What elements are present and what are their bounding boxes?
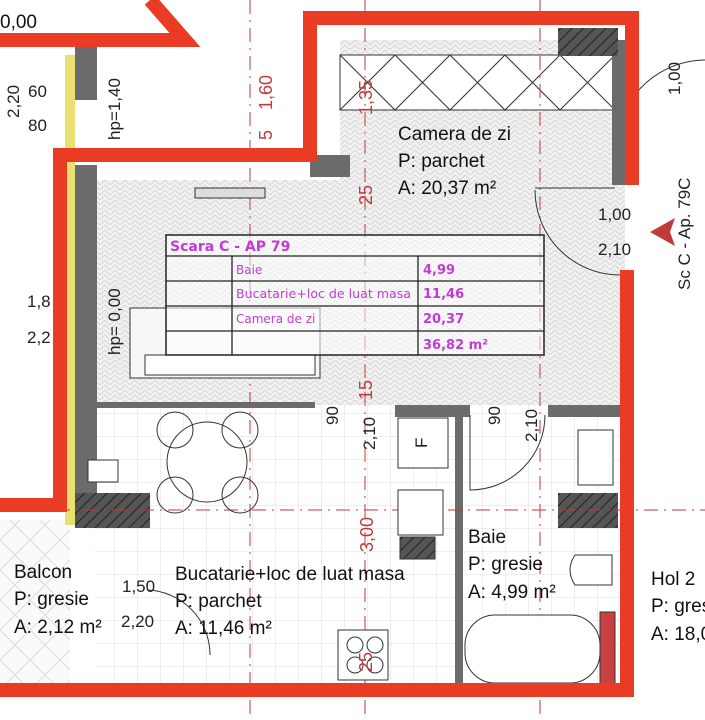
dimension: 1,50 [122, 577, 155, 596]
bathtub [464, 614, 601, 684]
dimension: 25 [356, 185, 376, 205]
table-total: 36,82 m² [423, 338, 488, 353]
entrance-arrow-icon [650, 218, 675, 246]
dimension: 90 [485, 406, 504, 425]
dimension: 3,00 [357, 517, 377, 552]
dimension: 90 [323, 406, 342, 425]
fridge-label: F [412, 438, 431, 448]
doors [147, 59, 705, 656]
dimension: hp=1,40 [105, 78, 124, 140]
room-label-kitchen: Bucatarie+loc de luat masa P: parchet A:… [175, 564, 405, 639]
room-area: A: 20,37 m² [398, 178, 496, 199]
room-area: A: 18,0 [651, 624, 705, 645]
wardrobe-cross [339, 54, 616, 111]
room-floor: P: gresie [14, 589, 89, 610]
dimension: hp= 0,00 [105, 288, 124, 355]
fridge [397, 417, 449, 469]
room-label-hallway: Hol 2 P: gres A: 18,0 [651, 569, 705, 645]
room-name: Hol 2 [651, 569, 695, 590]
room-label-living: Camera de zi P: parchet A: 20,37 m² [398, 124, 511, 199]
column [558, 28, 618, 56]
table-room: Baie [236, 263, 262, 277]
room-label-balcony: Balcon P: gresie A: 2,12 m² [14, 562, 102, 638]
dimension: 1,00 [665, 62, 684, 95]
apartment-outline [0, 0, 639, 697]
dimension: 2,20 [4, 85, 23, 118]
room-area: A: 2,12 m² [14, 617, 102, 638]
dimension: 1,60 [256, 75, 276, 110]
balcony-floor [0, 520, 70, 690]
room-label-bath: Baie P: gresie A: 4,99 m² [468, 527, 556, 603]
table-area: 11,46 [423, 287, 464, 302]
room-area: A: 11,46 m² [175, 618, 272, 639]
table-room: Bucatarie+loc de luat masa [236, 287, 411, 301]
dimension: 2,2 [27, 328, 51, 347]
dimension: 5 [256, 130, 276, 140]
dimension: 60 [28, 82, 47, 101]
kitchen-floor [95, 405, 455, 685]
level-label: 0,00 [0, 12, 37, 33]
room-floor: P: parchet [175, 591, 262, 612]
table-room: Camera de zi [236, 312, 315, 326]
dimension: 2,10 [522, 409, 541, 442]
table-area: 4,99 [423, 263, 455, 278]
dimension: 15 [356, 380, 376, 400]
washbasin [577, 429, 614, 486]
toilet [569, 554, 613, 586]
insulation [65, 55, 75, 525]
room-floor: P: gresie [468, 554, 543, 575]
dimension: 80 [28, 116, 47, 135]
dimension: 1,8 [27, 292, 51, 311]
table-title: Scara C - AP 79 [170, 239, 290, 255]
dimension: 2,20 [121, 612, 154, 631]
dimension: 2,10 [598, 240, 631, 259]
dining-table [166, 421, 248, 503]
table-area: 20,37 [423, 312, 464, 327]
area-table: Scara C - AP 79 Baie 4,99 Bucatarie+loc … [165, 234, 545, 356]
room-floor: P: parchet [398, 151, 485, 172]
dimension: 1,35 [356, 80, 376, 115]
interior-walls [75, 40, 626, 690]
room-area: A: 4,99 m² [468, 582, 556, 603]
dimension: 2,10 [360, 417, 379, 450]
dimension: 1,00 [598, 205, 631, 224]
room-name: Camera de zi [398, 124, 511, 145]
room-name: Balcon [14, 562, 72, 583]
entrance-label: Sc C - Ap. 79C [675, 178, 694, 290]
room-name: Baie [468, 527, 506, 548]
sink [399, 536, 436, 560]
room-name: Bucatarie+loc de luat masa [175, 564, 405, 585]
room-floor: P: gres [651, 596, 705, 617]
dimension: 25 [356, 652, 376, 672]
